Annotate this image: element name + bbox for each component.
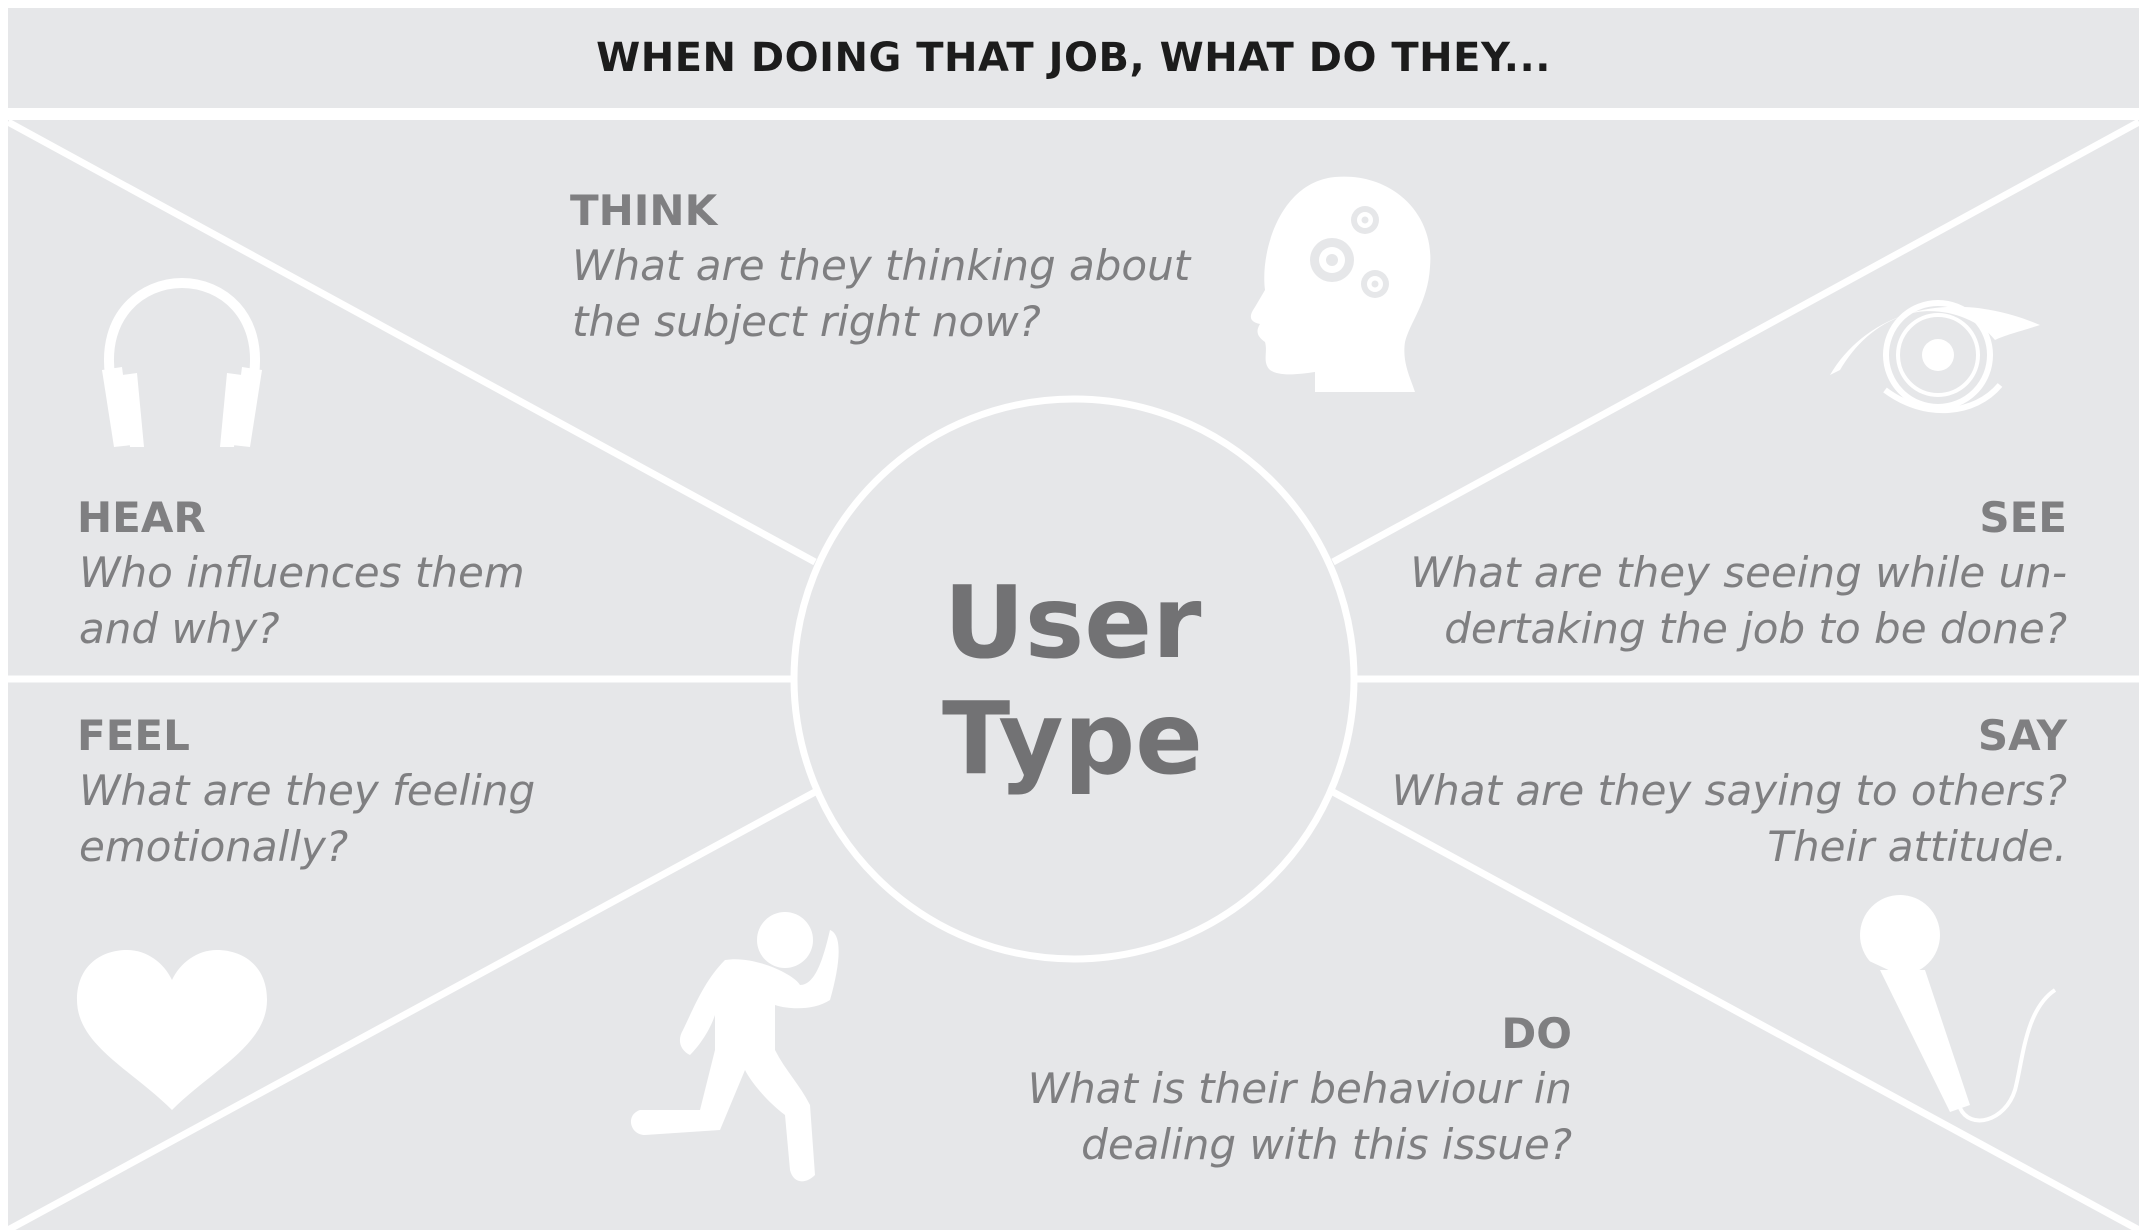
divider-top-right xyxy=(1331,118,2141,566)
hear-question: Who influences them and why? xyxy=(79,545,525,657)
see-label: SEE xyxy=(1979,493,2067,542)
do-question: What is their behaviour in dealing with … xyxy=(1028,1061,1572,1173)
think-label: THINK xyxy=(570,186,718,235)
see-question-line-2: dertaking the job to be done? xyxy=(1444,604,2067,653)
center-circle xyxy=(790,395,1358,963)
divider-bottom-left xyxy=(6,788,817,1230)
eye-icon xyxy=(1830,300,2040,413)
see-question-line-1: What are they seeing while un- xyxy=(1410,548,2067,597)
say-question-line-1: What are they saying to others? xyxy=(1391,766,2067,815)
do-question-line-1: What is their behaviour in xyxy=(1027,1064,1572,1113)
see-question: What are they seeing while un- dertaking… xyxy=(1410,545,2067,657)
header-title: WHEN DOING THAT JOB, WHAT DO THEY... xyxy=(596,35,1551,81)
center-line-2: Type xyxy=(942,680,1203,797)
say-question: What are they saying to others? Their at… xyxy=(1392,763,2067,875)
do-question-line-2: dealing with this issue? xyxy=(1081,1120,1572,1169)
feel-question: What are they feeling emotionally? xyxy=(79,763,535,875)
running-person-icon xyxy=(630,912,839,1182)
header-bar: WHEN DOING THAT JOB, WHAT DO THEY... xyxy=(8,8,2139,108)
head-gears-icon xyxy=(1250,176,1431,392)
think-question-line-1: What are they thinking about xyxy=(572,241,1191,290)
center-label: User Type xyxy=(800,565,1345,797)
feel-question-line-2: emotionally? xyxy=(79,822,349,871)
microphone-icon xyxy=(1860,895,2057,1123)
do-label: DO xyxy=(1501,1009,1572,1058)
divider-bottom-right xyxy=(1331,788,2141,1230)
headphones-icon xyxy=(102,277,262,447)
hear-question-line-1: Who influences them xyxy=(79,548,525,597)
center-line-1: User xyxy=(943,564,1202,681)
say-question-line-2: Their attitude. xyxy=(1767,822,2067,871)
feel-label: FEEL xyxy=(77,711,190,760)
think-question: What are they thinking about the subject… xyxy=(572,238,1190,350)
divider-top-left xyxy=(6,118,817,566)
feel-question-line-1: What are they feeling xyxy=(79,766,536,815)
heart-icon xyxy=(77,950,267,1110)
hear-question-line-2: and why? xyxy=(79,604,280,653)
hear-label: HEAR xyxy=(77,493,206,542)
say-label: SAY xyxy=(1977,711,2067,760)
think-question-line-2: the subject right now? xyxy=(572,297,1041,346)
